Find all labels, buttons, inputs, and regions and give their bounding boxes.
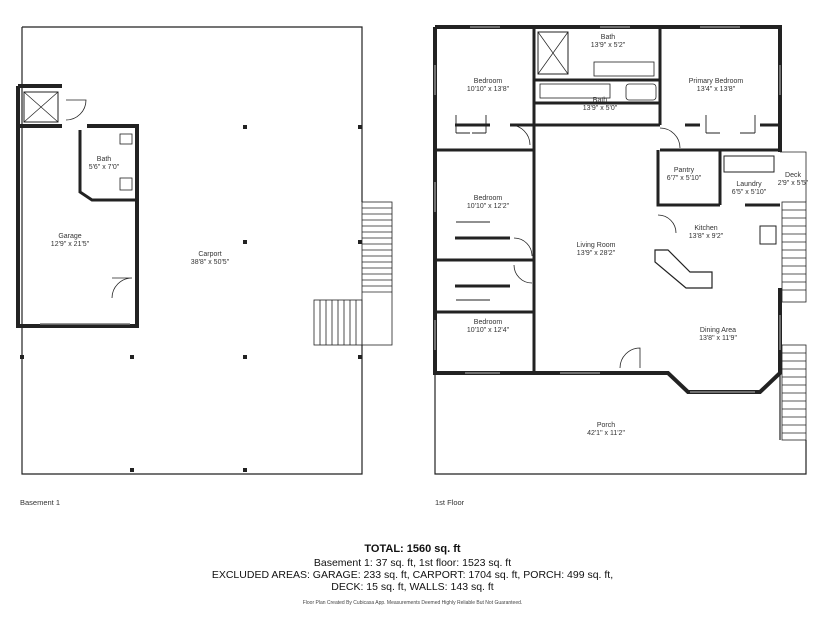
dims-dining-area: 13'8" x 11'9" (699, 335, 737, 342)
label-garage: Garage (58, 233, 81, 240)
bath-tub (625, 83, 657, 101)
dims-basement-bath: 5'6" x 7'0" (89, 164, 120, 171)
floor-label-first: 1st Floor (435, 498, 465, 507)
dims-laundry: 6'5" x 5'10" (732, 189, 767, 196)
label-bath-mid: Bath (593, 97, 608, 104)
dims-garage: 12'9" x 21'5" (51, 241, 90, 248)
label-dining-area: Dining Area (700, 327, 736, 334)
floor-label-basement: Basement 1 (20, 498, 60, 507)
garage-inner-wall (78, 130, 137, 202)
label-deck: Deck (785, 172, 801, 179)
dims-carport: 38'8" x 50'5" (191, 259, 230, 266)
basement-shower (23, 91, 59, 123)
dims-living-room: 13'9" x 28'2" (577, 250, 616, 257)
kitchen-counter (654, 249, 713, 289)
label-bedroom-3: Bedroom (474, 319, 503, 326)
excluded-areas-line-2: DECK: 15 sq. ft, WALLS: 143 sq. ft (331, 581, 494, 593)
basement-labels: Garage 12'9" x 21'5" Bath 5'6" x 7'0" Ca… (20, 156, 230, 507)
laundry-machines (723, 155, 775, 173)
basement-sink (119, 177, 133, 191)
dims-primary-bedroom: 13'4" x 13'8" (697, 86, 736, 93)
door-swings (509, 124, 681, 369)
dims-kitchen: 13'8" x 9'2" (689, 233, 724, 240)
garage-door-swing (65, 99, 87, 121)
dims-deck: 2'9" x 5'5" (778, 180, 809, 187)
label-basement-bath: Bath (97, 156, 112, 163)
label-porch: Porch (597, 422, 615, 429)
total-area: TOTAL: 1560 sq. ft (364, 543, 461, 555)
excluded-areas-line-1: EXCLUDED AREAS: GARAGE: 233 sq. ft, CARP… (211, 569, 614, 581)
dims-bedroom-2: 10'10" x 12'2" (467, 203, 510, 210)
label-kitchen: Kitchen (694, 225, 717, 232)
label-bedroom-2: Bedroom (474, 195, 503, 202)
first-floor-plan (433, 25, 807, 475)
label-bedroom-1: Bedroom (474, 78, 503, 85)
dims-bath-mid: 13'9" x 5'0" (583, 105, 618, 112)
dims-bedroom-3: 10'10" x 12'4" (467, 327, 510, 334)
carport-outline (21, 26, 363, 475)
label-primary-bedroom: Primary Bedroom (689, 78, 744, 85)
dims-pantry: 6'7" x 5'10" (667, 175, 702, 182)
garage-walls (16, 84, 139, 328)
carport-posts (20, 125, 362, 472)
label-pantry: Pantry (674, 167, 695, 174)
windows (434, 26, 781, 393)
dims-bath-top: 13'9" x 5'2" (591, 42, 626, 49)
bath-vanity-mid (539, 83, 611, 99)
kitchen-range (759, 225, 777, 245)
closet-doors (455, 115, 756, 301)
label-carport: Carport (198, 251, 221, 258)
porch-outline (434, 373, 807, 475)
floor-area-breakdown: Basement 1: 37 sq. ft, 1st floor: 1523 s… (313, 557, 512, 569)
label-bath-top: Bath (601, 34, 616, 41)
dims-porch: 42'1" x 11'2" (587, 430, 625, 437)
first-floor-labels: Bedroom 10'10" x 13'8" Bath 13'9" x 5'2"… (435, 34, 809, 507)
disclaimer: Floor Plan Created By Cubicasa App. Meas… (302, 600, 523, 606)
label-living-room: Living Room (577, 242, 616, 249)
bath-vanity-top (593, 61, 655, 77)
label-laundry: Laundry (736, 181, 762, 188)
basement-plan (16, 26, 393, 475)
bath-shower (537, 31, 569, 75)
basement-toilet (119, 133, 133, 145)
basement-stairs (313, 201, 393, 346)
dims-bedroom-1: 10'10" x 13'8" (467, 86, 510, 93)
interior-walls (435, 27, 780, 373)
first-floor-stairs (780, 151, 807, 441)
